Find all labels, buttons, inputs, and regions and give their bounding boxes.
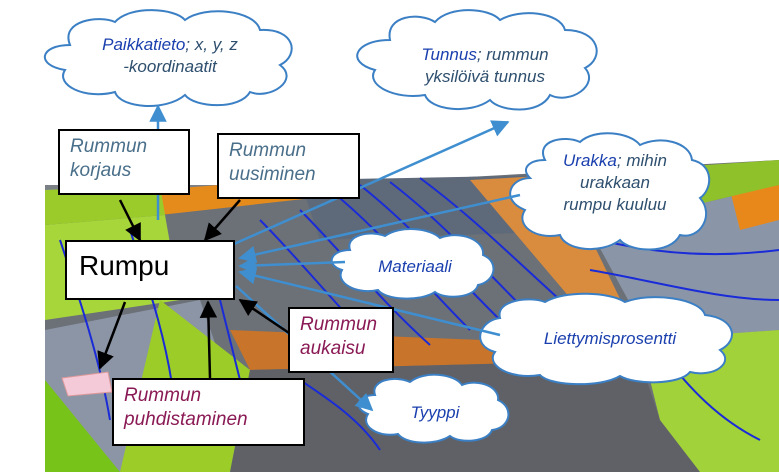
arrow-aukaisu <box>238 298 293 337</box>
event-korjaus-line2: korjaus <box>70 160 132 181</box>
cloud-urakka <box>509 132 711 251</box>
arrow-uusiminen <box>203 199 241 242</box>
cloud-materiaali <box>330 228 495 300</box>
attribute-materiaali: Materiaali <box>340 256 490 278</box>
event-uusiminen-line2: uusiminen <box>229 164 316 185</box>
attribute-liettymisprosentti: Liettymisprosentti <box>490 328 730 350</box>
event-box-aukaisu: Rummun aukaisu <box>288 307 394 373</box>
arrow-from-liettymisprosentti <box>238 267 501 337</box>
attribute-tunnus: Tunnus; rummun yksilöivä tunnus <box>380 44 590 88</box>
attribute-urakka: Urakka; mihin urakkaan rumpu kuuluu <box>525 150 705 216</box>
liettymisprosentti-key: Liettymisprosentti <box>543 329 677 348</box>
urakka-line3: rumpu kuuluu <box>563 195 667 214</box>
arrow-puhdistaminen <box>199 300 218 379</box>
event-aukaisu-line2: aukaisu <box>300 338 366 359</box>
materiaali-key: Materiaali <box>378 257 452 276</box>
urakka-line2: urakkaan <box>580 173 650 192</box>
event-puhdistaminen-line1: Rummun <box>124 385 202 406</box>
tunnus-rest: ; rummun <box>476 45 549 64</box>
arrow-from-materiaali <box>238 256 346 275</box>
tyyppi-key: Tyyppi <box>410 403 460 422</box>
cloud-liettymisprosentti <box>479 292 733 386</box>
arrow-rumpu-to-culvert <box>97 301 127 370</box>
event-korjaus-line1: Rummun <box>70 136 148 157</box>
attribute-paikkatieto: Paikkatieto; x, y, z -koordinaatit <box>60 34 280 78</box>
paikkatieto-line2: -koordinaatit <box>123 57 217 76</box>
arrow-korjaus <box>118 199 142 242</box>
cloud-tunnus <box>356 9 598 111</box>
event-box-uusiminen: Rummun uusiminen <box>217 133 360 199</box>
paikkatieto-rest: ; x, y, z <box>185 35 238 54</box>
event-box-puhdistaminen: Rummun puhdistaminen <box>112 378 305 446</box>
arrow-to-tunnus <box>224 120 510 250</box>
cloud-paikkatieto <box>44 9 293 107</box>
cloud-tyyppi <box>357 373 510 444</box>
tunnus-key: Tunnus <box>421 45 477 64</box>
event-puhdistaminen-line2: puhdistaminen <box>124 409 248 430</box>
paikkatieto-key: Paikkatieto <box>102 35 186 54</box>
attribute-tyyppi: Tyyppi <box>360 402 510 424</box>
event-box-korjaus: Rummun korjaus <box>58 129 190 195</box>
entity-rumpu-box: Rumpu <box>65 240 235 300</box>
arrow-from-urakka <box>238 193 521 264</box>
entity-rumpu-label: Rumpu <box>79 250 170 281</box>
event-aukaisu-line1: Rummun <box>300 314 378 335</box>
event-uusiminen-line1: Rummun <box>229 140 307 161</box>
urakka-rest: ; mihin <box>616 151 667 170</box>
urakka-key: Urakka <box>563 151 617 170</box>
tunnus-line2: yksilöivä tunnus <box>424 67 545 86</box>
